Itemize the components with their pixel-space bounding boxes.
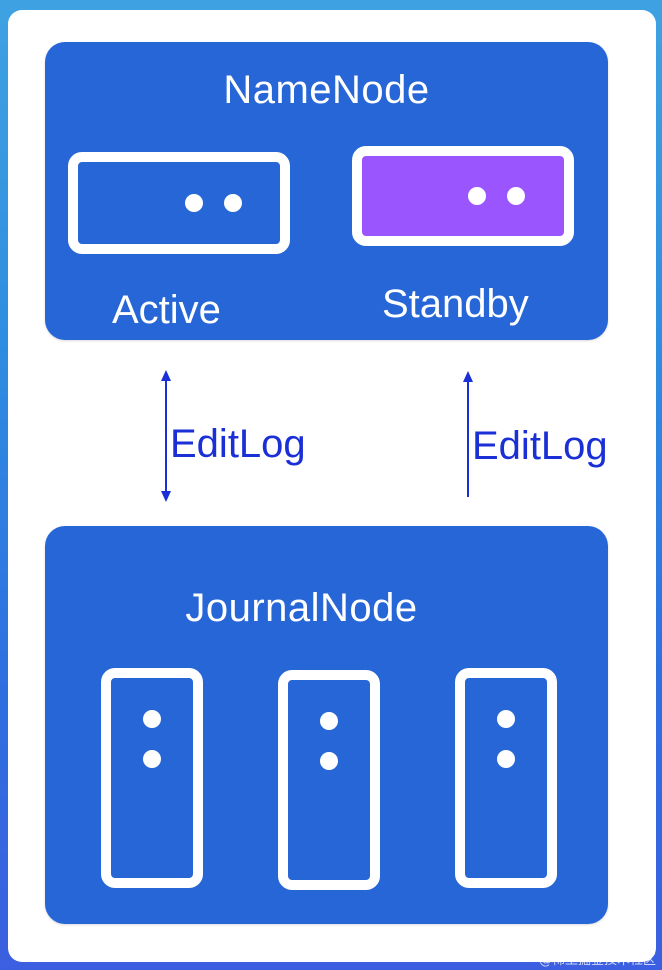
journal-node-dot <box>320 752 338 770</box>
active-node-dot <box>185 194 203 212</box>
namenode-panel: NameNode Active Standby <box>45 42 608 340</box>
editlog-label-left: EditLog <box>170 422 306 466</box>
journal-node-dot <box>320 712 338 730</box>
watermark: @稀土掘金技术社区 <box>538 953 656 968</box>
active-node-box <box>68 152 290 254</box>
journal-node-dot <box>497 710 515 728</box>
standby-node-dot <box>507 187 525 205</box>
journal-node-dot <box>143 710 161 728</box>
standby-node-dot <box>468 187 486 205</box>
journal-node-box <box>101 668 203 888</box>
active-node-dot <box>224 194 242 212</box>
editlog-label-right: EditLog <box>472 424 608 468</box>
diagram-card: NameNode Active Standby EditLog EditLog … <box>8 10 656 962</box>
journal-node-dot <box>143 750 161 768</box>
active-label: Active <box>112 288 221 332</box>
upward-arrow <box>463 371 473 497</box>
standby-node-box <box>352 146 574 246</box>
journal-node-box <box>278 670 380 890</box>
bidirectional-arrow <box>161 370 171 502</box>
standby-label: Standby <box>382 282 529 326</box>
journal-node-box <box>455 668 557 888</box>
namenode-title: NameNode <box>223 68 430 112</box>
journalnode-title: JournalNode <box>185 586 418 630</box>
journal-node-dot <box>497 750 515 768</box>
journalnode-panel: JournalNode <box>45 526 608 924</box>
